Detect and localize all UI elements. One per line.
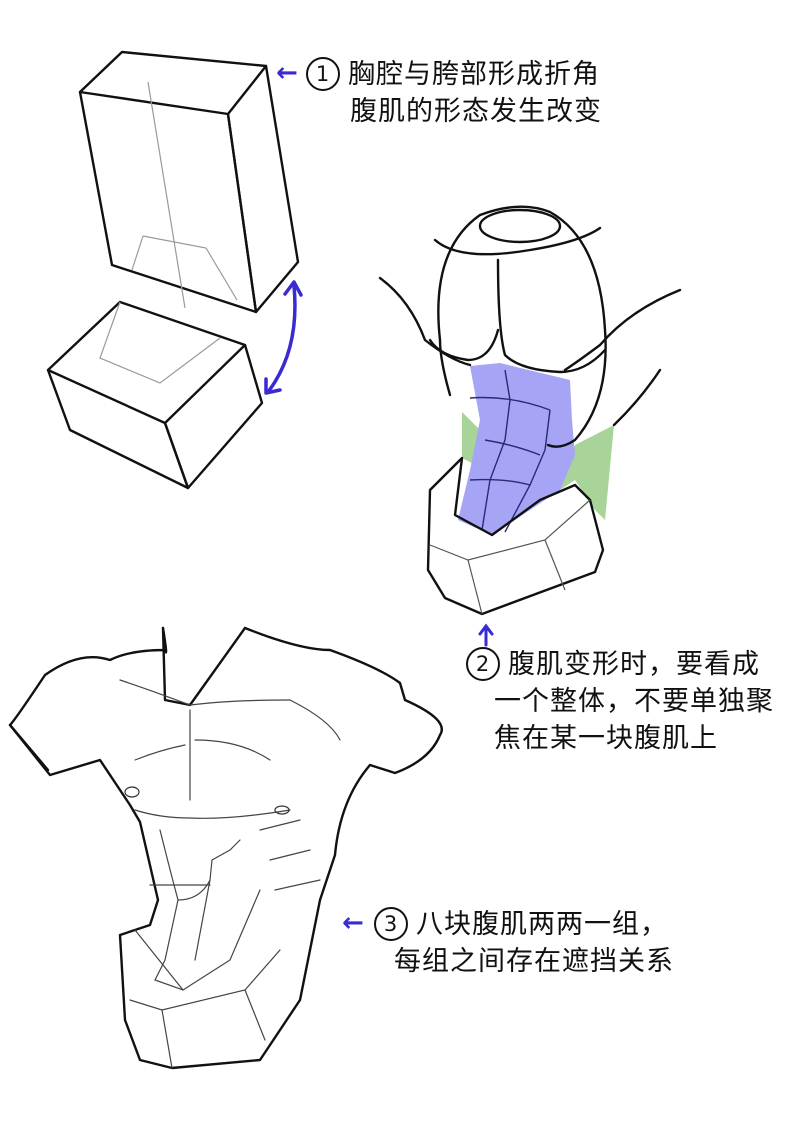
note-2-line-3: 焦在某一块腹肌上 [494,723,718,754]
ribcage-construction-lines [131,81,238,309]
pelvis-box [46,300,264,490]
note-3-line-2: 每组之间存在遮挡关系 [394,946,674,977]
rotation-double-arrow-icon [264,280,303,395]
nipples [124,786,290,815]
note-3-number: 3 [374,907,408,941]
note-2-line-2: 一个整体，不要单独聚 [494,686,774,717]
arrow-up-icon [478,623,494,647]
note-1-line-2: 腹肌的形态发生改变 [350,96,602,127]
arrow-left-icon: ← [342,908,364,938]
abs-purple-shape [458,363,575,535]
ribcage-box [78,50,300,314]
pelvis-construction-lines [99,301,221,384]
pelvis-hexagon-inner [429,499,591,615]
pelvis-hexagon [426,456,605,616]
abs-lines [469,369,551,533]
arrow-left-icon: ← [276,58,298,88]
note-1-number: 1 [306,57,340,91]
detailed-torso-muscle-lines [119,679,341,1069]
note-2-number: 2 [466,647,500,681]
detailed-torso-outline [8,626,443,1070]
ribcage-egg [378,205,682,448]
